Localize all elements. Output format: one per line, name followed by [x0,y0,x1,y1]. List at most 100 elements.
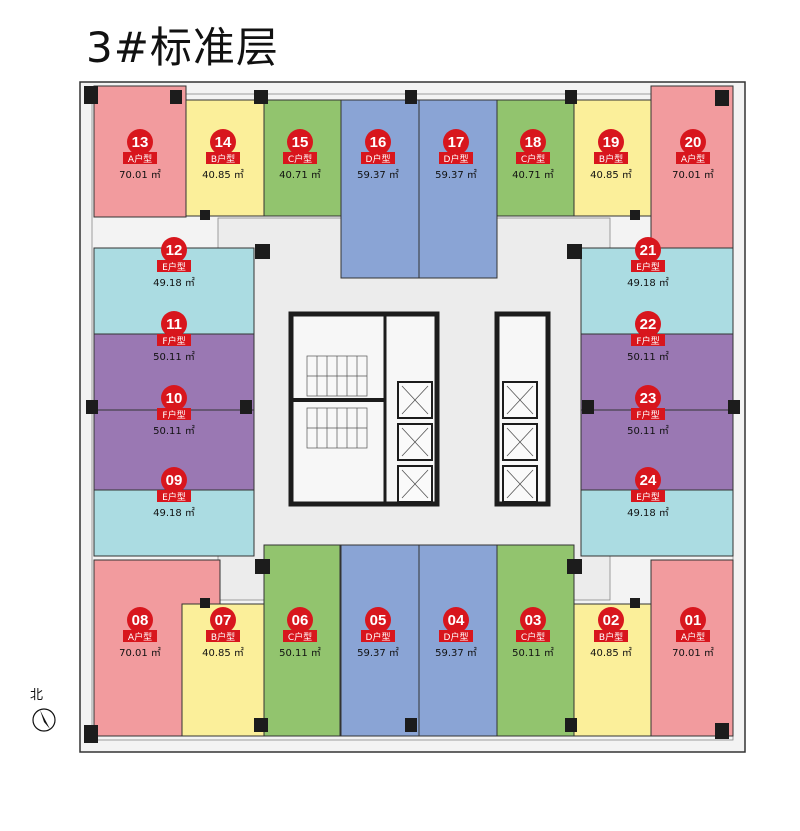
unit-number-badge [210,129,236,155]
unit-area: 70.01 ㎡ [119,647,161,659]
unit-type: F户型 [636,335,659,347]
unit-type: B户型 [599,631,623,643]
unit-area: 50.11 ㎡ [153,425,195,437]
unit-type-badge [157,490,191,502]
unit-area: 59.37 ㎡ [435,647,477,659]
unit-number: 24 [640,472,657,489]
unit-area: 50.11 ㎡ [512,647,554,659]
unit-type-badge [631,260,665,272]
unit-area: 40.85 ㎡ [590,647,632,659]
unit-type-badge [361,630,395,642]
unit-number-badge [635,237,661,263]
unit-number: 10 [166,390,183,407]
unit-number: 15 [292,134,309,151]
unit-area: 50.11 ㎡ [627,425,669,437]
unit-type-badge [516,152,550,164]
unit-number-badge [520,607,546,633]
unit-number: 11 [166,316,182,333]
unit-number-badge [520,129,546,155]
unit-number: 14 [215,134,232,151]
unit-type: E户型 [162,491,186,503]
unit-area: 40.71 ㎡ [512,169,554,181]
unit-number-badge [161,385,187,411]
unit-type: E户型 [162,261,186,273]
north-label: 北 [30,688,44,703]
unit-type-badge [631,408,665,420]
unit-area: 59.37 ㎡ [357,169,399,181]
unit-type-badge [631,334,665,346]
unit-number: 02 [603,612,620,629]
unit-number: 16 [370,134,387,151]
unit-number: 08 [132,612,149,629]
unit-area: 50.11 ㎡ [153,351,195,363]
unit-type-badge [594,630,628,642]
unit-type-badge [206,152,240,164]
unit-type: E户型 [636,491,660,503]
unit-area: 50.11 ㎡ [279,647,321,659]
unit-type-badge [631,490,665,502]
unit-type: B户型 [211,153,235,165]
unit-number: 01 [685,612,702,629]
unit-type-badge [676,152,710,164]
unit-type-badge [516,630,550,642]
unit-number: 19 [603,134,620,151]
unit-type: B户型 [211,631,235,643]
unit-room [650,85,734,257]
unit-number-badge [127,129,153,155]
unit-type: B户型 [599,153,623,165]
unit-area: 40.85 ㎡ [202,169,244,181]
unit-number: 05 [370,612,387,629]
unit-number-badge [680,129,706,155]
unit-number-badge [365,129,391,155]
unit-number-badge [161,467,187,493]
unit-type-badge [157,260,191,272]
unit-type-badge [123,630,157,642]
unit-number-badge [598,607,624,633]
unit-number: 23 [640,390,657,407]
unit-area: 40.71 ㎡ [279,169,321,181]
unit-type-badge [594,152,628,164]
unit-area: 70.01 ㎡ [119,169,161,181]
unit-number-badge [635,311,661,337]
unit-number-badge [287,129,313,155]
unit-type-badge [283,630,317,642]
unit-number: 22 [640,316,657,333]
unit-number-badge [287,607,313,633]
unit-type: D户型 [444,153,469,165]
unit-type: E户型 [636,261,660,273]
unit-number-badge [635,467,661,493]
unit-area: 49.18 ㎡ [627,277,669,289]
unit-area: 40.85 ㎡ [202,647,244,659]
unit-area: 59.37 ㎡ [435,169,477,181]
unit-type: F户型 [162,409,185,421]
unit-number-badge [210,607,236,633]
unit-type: A户型 [681,631,705,643]
unit-type: A户型 [681,153,705,165]
unit-area: 70.01 ㎡ [672,647,714,659]
unit-number: 21 [640,242,657,259]
unit-number: 20 [685,134,702,151]
